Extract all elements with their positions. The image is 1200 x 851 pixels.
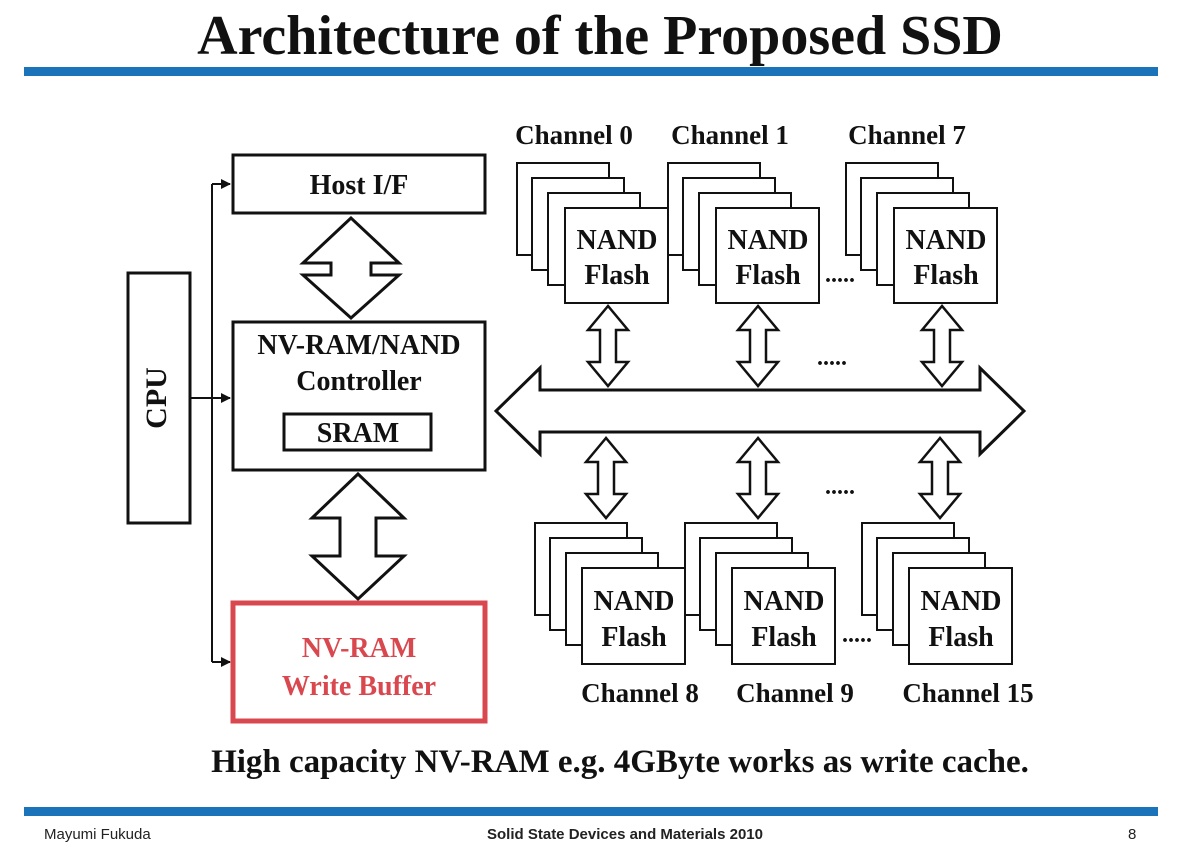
bottom-connector-arrow-8 xyxy=(583,436,629,520)
nand-label: NAND xyxy=(906,225,987,256)
footer-conference: Solid State Devices and Materials 2010 xyxy=(487,826,763,843)
controller-label-line1: NV-RAM/NAND xyxy=(257,330,460,361)
nand-label: Flash xyxy=(601,622,667,653)
nand-stack-channel-9: NAND Flash xyxy=(684,522,836,665)
nand-label: Flash xyxy=(584,260,650,291)
page-number: 8 xyxy=(1128,826,1137,843)
channel-label-1: Channel 1 xyxy=(671,120,789,150)
top-connector-arrow-7 xyxy=(919,304,965,388)
cpu-block: CPU xyxy=(126,271,192,525)
footer-divider xyxy=(24,807,1158,816)
bottom-connector-arrow-15 xyxy=(917,436,963,520)
nand-label: NAND xyxy=(921,586,1002,617)
cpu-label: CPU xyxy=(140,367,173,429)
bottom-connector-ellipsis: ..... xyxy=(825,474,855,500)
controller-buffer-arrow xyxy=(308,471,408,602)
top-stack-ellipsis: ..... xyxy=(825,262,855,288)
cpu-connection-lines xyxy=(190,179,231,667)
footer-author: Mayumi Fukuda xyxy=(44,826,151,843)
bottom-connector-arrow-9 xyxy=(735,436,781,520)
nand-label: Flash xyxy=(751,622,817,653)
nand-label: NAND xyxy=(728,225,809,256)
bottom-stack-ellipsis: ..... xyxy=(842,622,872,648)
write-buffer-label-line2: Write Buffer xyxy=(282,671,436,702)
channel-label-15: Channel 15 xyxy=(902,678,1033,708)
page-title: Architecture of the Proposed SSD xyxy=(197,5,1003,67)
controller-block: NV-RAM/NAND Controller SRAM xyxy=(231,320,487,472)
write-buffer-block: NV-RAM Write Buffer xyxy=(230,600,488,724)
title-divider xyxy=(24,67,1158,76)
host-if-block: Host I/F xyxy=(231,153,487,215)
host-if-label: Host I/F xyxy=(310,170,409,201)
nand-label: NAND xyxy=(744,586,825,617)
nand-label: NAND xyxy=(594,586,675,617)
nand-stack-channel-0: NAND Flash xyxy=(516,162,669,304)
sram-block xyxy=(282,412,433,452)
channel-label-8: Channel 8 xyxy=(581,678,699,708)
controller-label-line2: Controller xyxy=(296,366,421,397)
nand-label: NAND xyxy=(577,225,658,256)
nand-stack-channel-1: NAND Flash xyxy=(667,162,820,304)
channel-label-9: Channel 9 xyxy=(736,678,854,708)
nand-stack-channel-8: NAND Flash xyxy=(534,522,686,665)
nand-label: Flash xyxy=(913,260,979,291)
sram-label: SRAM xyxy=(317,418,399,449)
nand-label: Flash xyxy=(928,622,994,653)
top-connector-ellipsis: ..... xyxy=(817,345,847,371)
top-connector-arrow-0 xyxy=(585,304,631,388)
top-connector-arrow-1 xyxy=(735,304,781,388)
nand-label: Flash xyxy=(735,260,801,291)
nand-stack-channel-7: NAND Flash xyxy=(845,162,998,304)
nand-stack-channel-15: NAND Flash xyxy=(861,522,1013,665)
slide-caption: High capacity NV-RAM e.g. 4GByte works a… xyxy=(211,744,1029,780)
channel-label-0: Channel 0 xyxy=(515,120,633,150)
main-bus-arrow xyxy=(493,364,1027,458)
channel-label-7: Channel 7 xyxy=(848,120,966,150)
host-controller-arrow xyxy=(299,215,403,321)
write-buffer-label-line1: NV-RAM xyxy=(302,633,417,664)
